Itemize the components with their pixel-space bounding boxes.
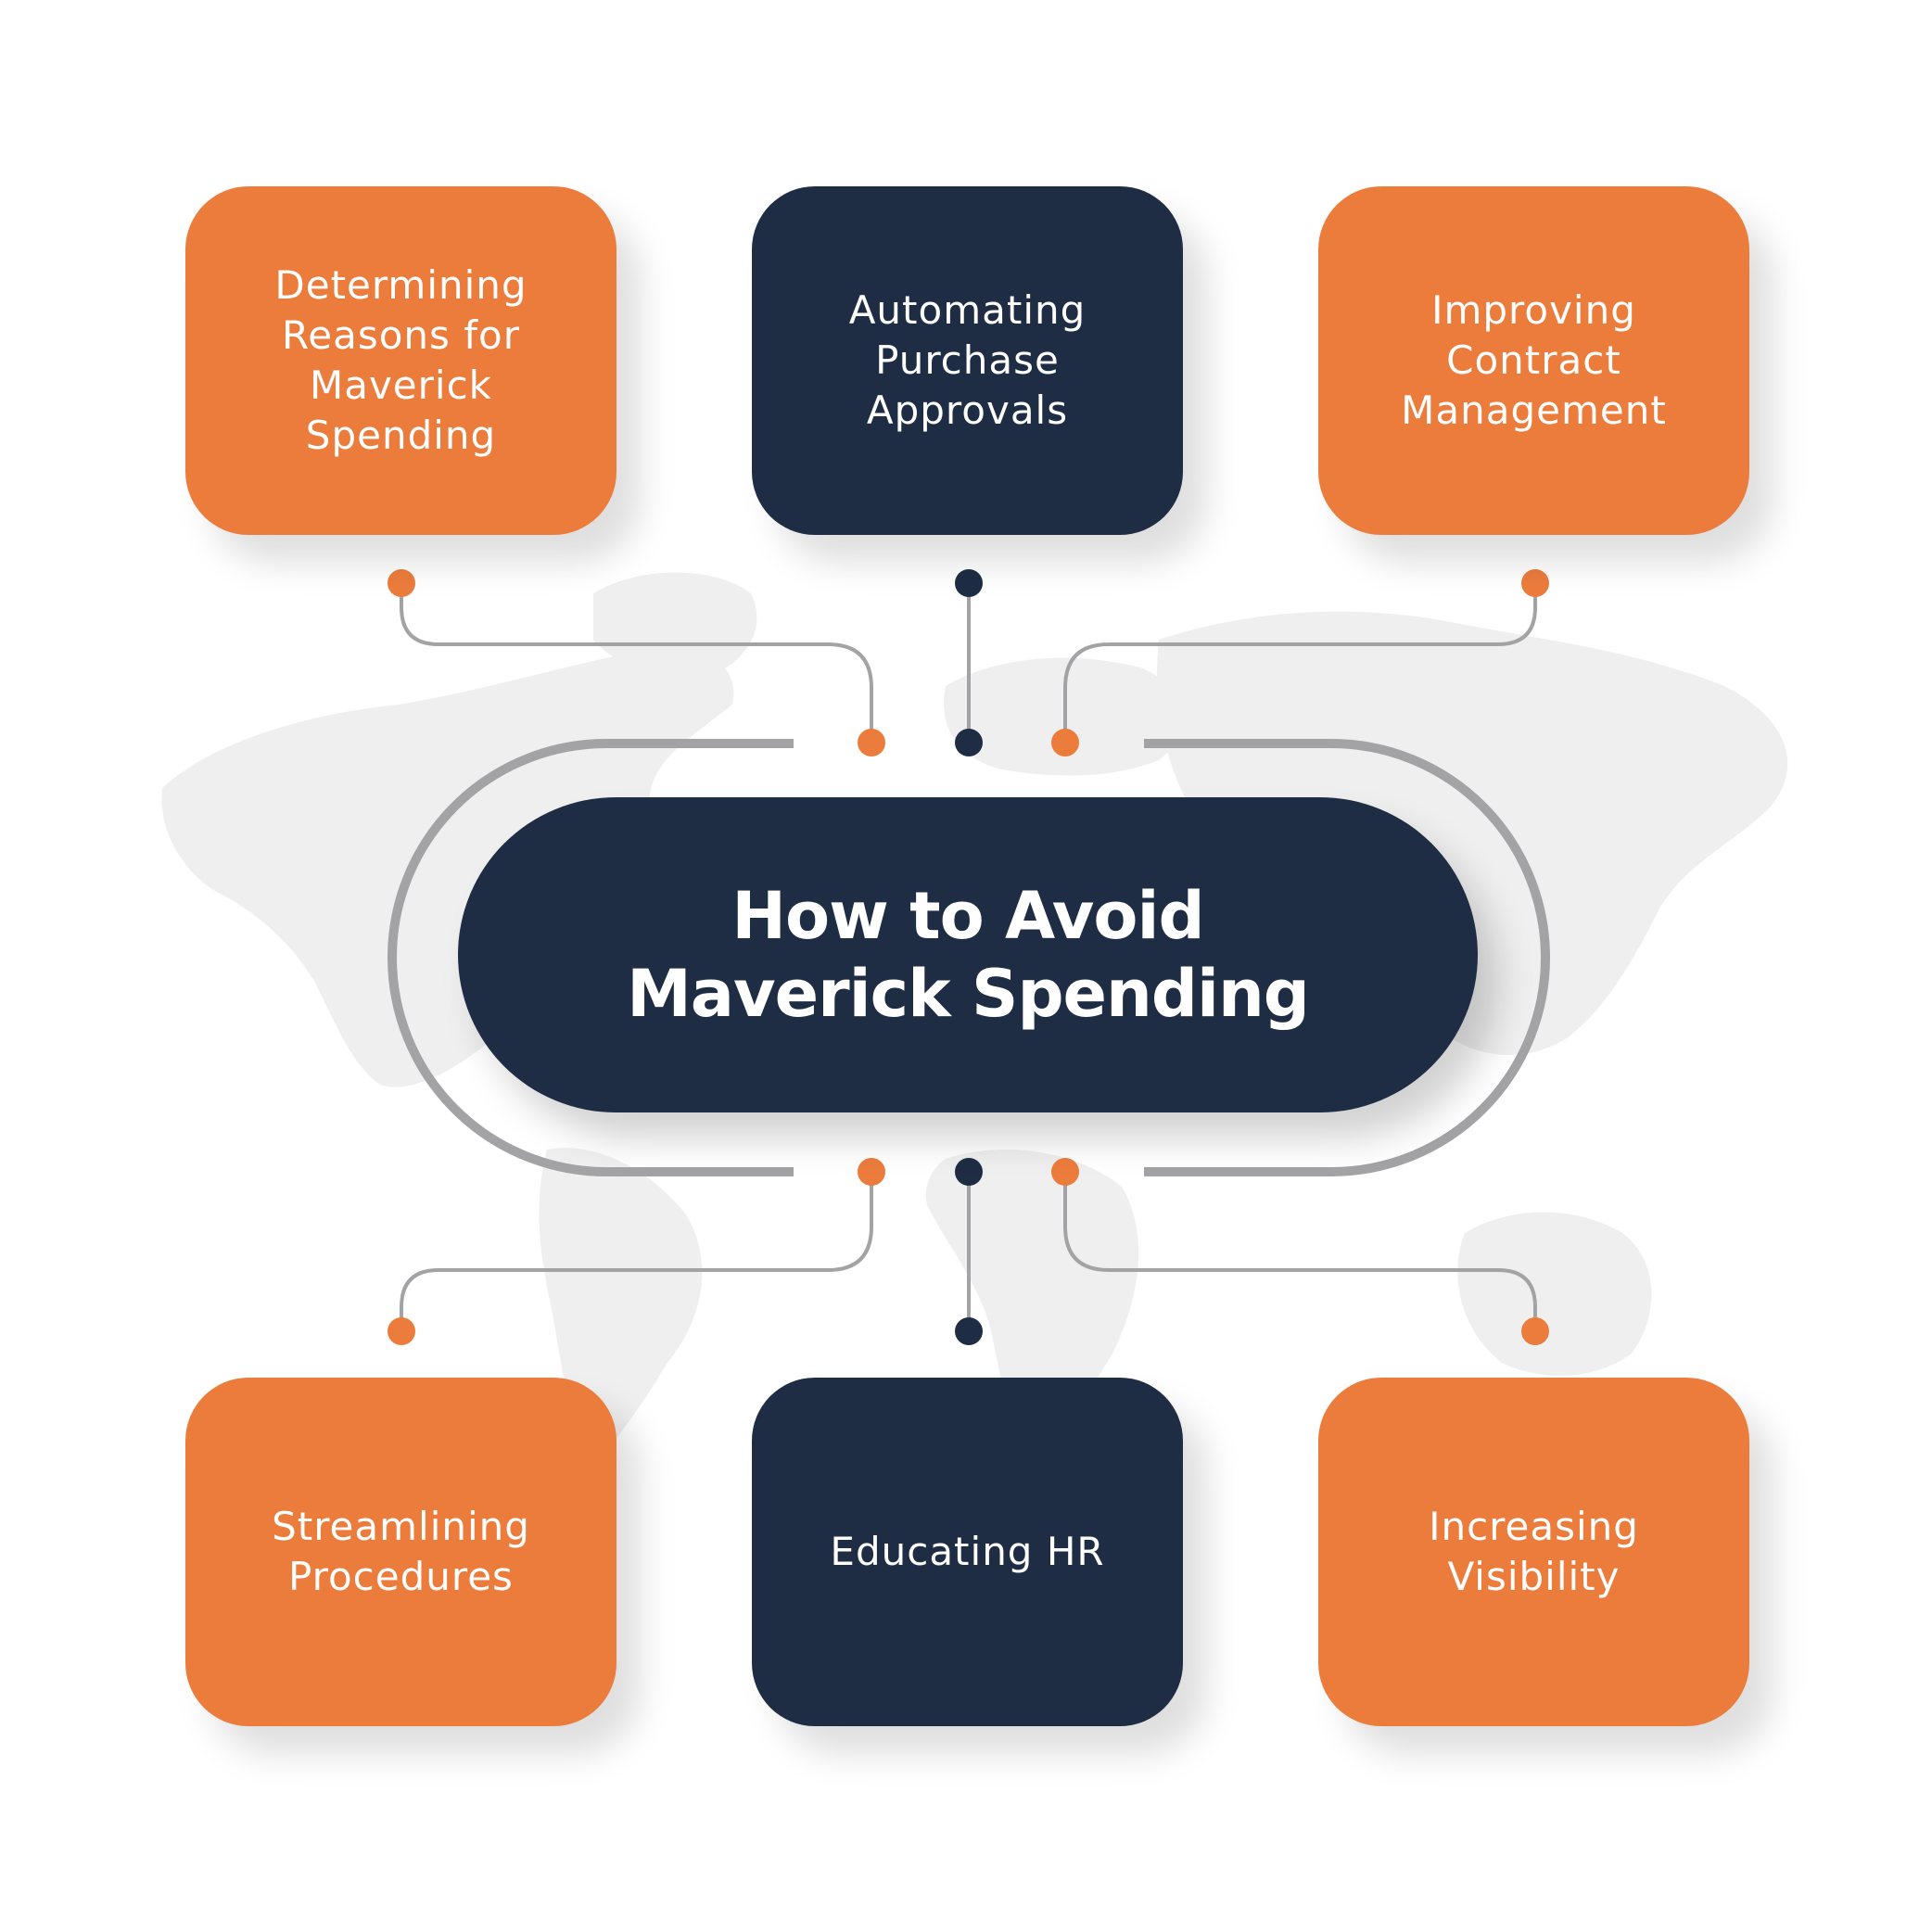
connector-improving-contract-management — [1063, 583, 1537, 742]
map-greenland — [593, 572, 757, 678]
central-topic: How to Avoid Maverick Spending — [458, 797, 1478, 1112]
central-topic-title: How to Avoid Maverick Spending — [627, 878, 1310, 1032]
node-label: Determining Reasons for Maverick Spendin… — [274, 262, 527, 458]
dot-educating-hr-hub — [955, 1158, 983, 1186]
node-label: Educating HR — [830, 1529, 1105, 1574]
map-north-america — [161, 647, 734, 1087]
connector-increasing-visibility — [1063, 1172, 1537, 1331]
dot-educating-hr-bottom — [955, 1317, 983, 1345]
dot-streamlining-procedures-hub — [858, 1158, 885, 1186]
hub-frame-right — [1144, 739, 1550, 1176]
node-determining-reasons: Determining Reasons for Maverick Spendin… — [185, 186, 616, 535]
node-label: Increasing Visibility — [1429, 1504, 1639, 1599]
node-automating-purchase-approvals: Automating Purchase Approvals — [752, 186, 1183, 535]
map-europe — [944, 657, 1182, 776]
dot-increasing-visibility-hub — [1051, 1158, 1079, 1186]
map-australia — [1457, 1212, 1652, 1376]
node-improving-contract-management: Improving Contract Management — [1318, 186, 1749, 535]
dot-increasing-visibility-bottom — [1521, 1317, 1549, 1345]
map-africa — [925, 1150, 1139, 1446]
dot-determining-reasons-hub — [858, 729, 885, 756]
dot-determining-reasons-top — [388, 569, 415, 597]
node-educating-hr: Educating HR — [752, 1378, 1183, 1726]
node-label: Improving Contract Management — [1401, 287, 1667, 433]
dot-improving-contract-management-top — [1521, 569, 1549, 597]
dot-streamlining-procedures-bottom — [388, 1317, 415, 1345]
dot-automating-purchase-approvals-hub — [955, 729, 983, 756]
connector-streamlining-procedures — [400, 1172, 873, 1331]
node-label: Streamlining Procedures — [272, 1504, 530, 1599]
node-increasing-visibility: Increasing Visibility — [1318, 1378, 1749, 1726]
dot-automating-purchase-approvals-top — [955, 569, 983, 597]
node-label: Automating Purchase Approvals — [848, 287, 1087, 433]
connector-determining-reasons — [400, 583, 873, 742]
node-streamlining-procedures: Streamlining Procedures — [185, 1378, 616, 1726]
hub-frame-left — [388, 739, 794, 1176]
dot-improving-contract-management-hub — [1051, 729, 1079, 756]
